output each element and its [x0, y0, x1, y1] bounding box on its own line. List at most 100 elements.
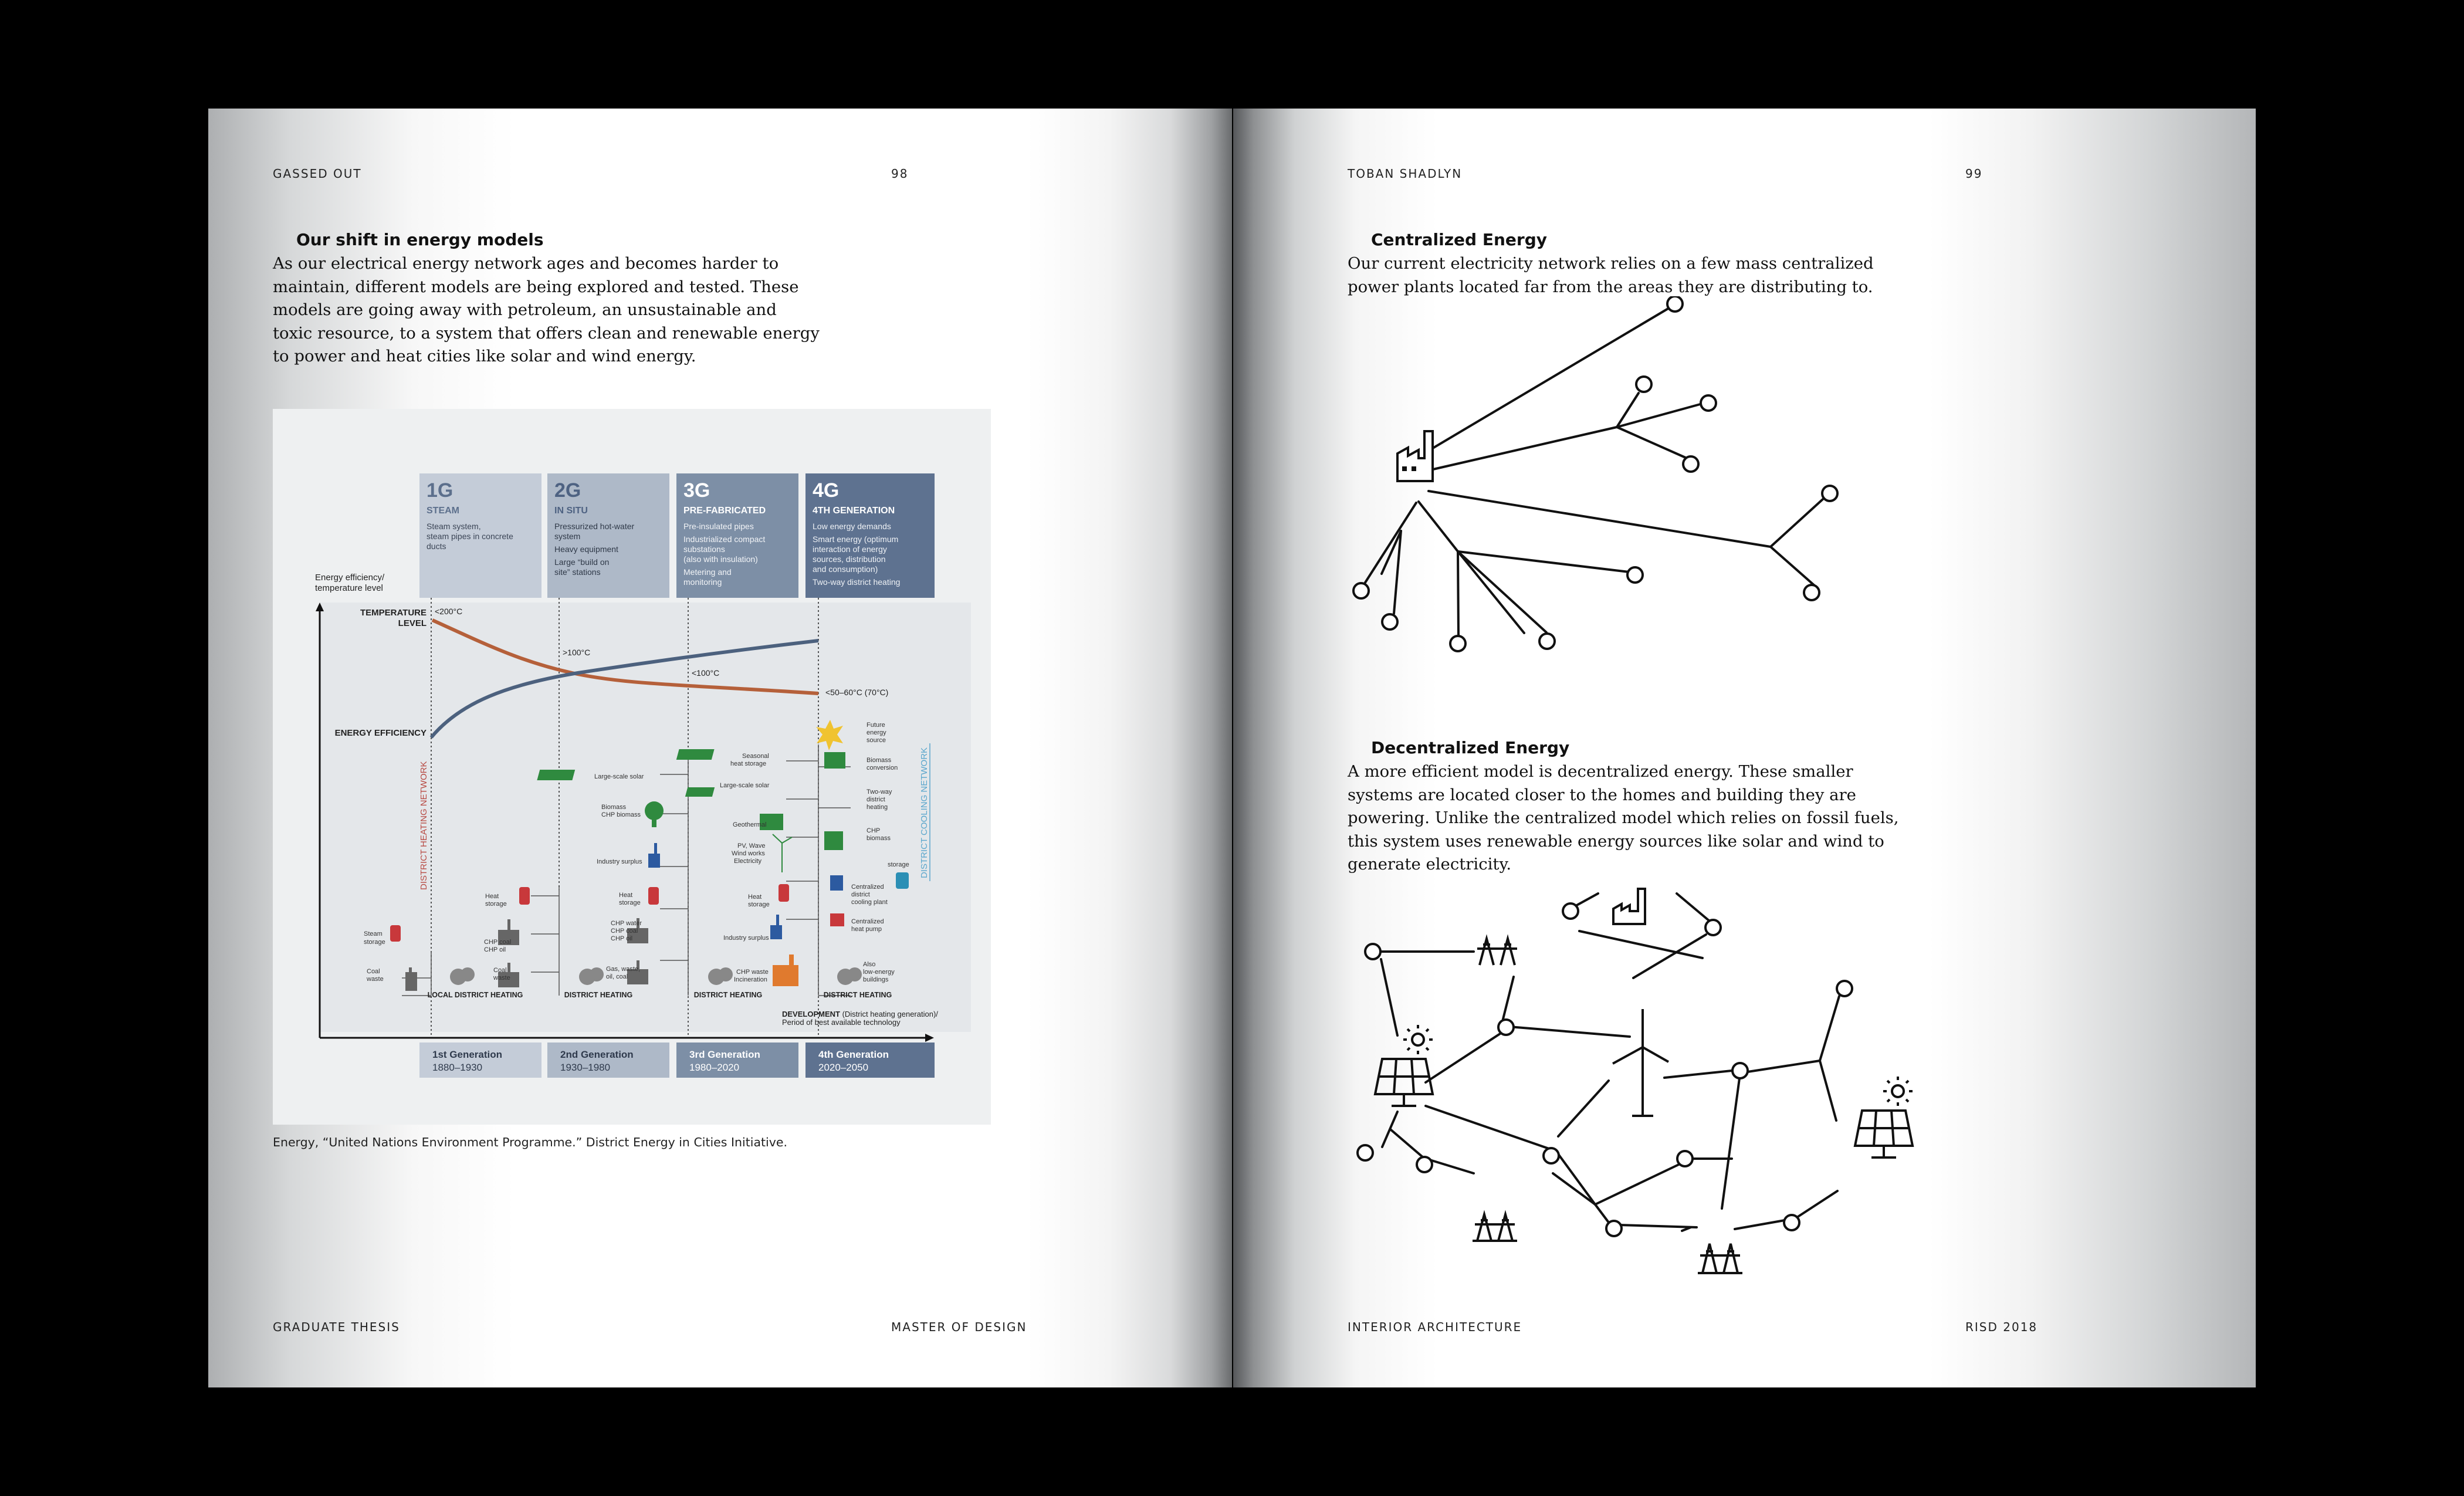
page-number-right: 99 — [1965, 167, 1982, 181]
gen-note: Steam system, — [427, 522, 481, 531]
svg-text:oil, coal: oil, coal — [606, 973, 628, 980]
centralized-text: Our current electricity network relies o… — [1348, 252, 1874, 299]
node — [1563, 903, 1578, 919]
centralized-heading: Centralized Energy — [1371, 230, 1547, 249]
body-line: toxic resource, to a system that offers … — [273, 322, 820, 346]
page-number-left: 98 — [891, 167, 908, 181]
gen-note: site” stations — [554, 567, 601, 577]
svg-text:storage: storage — [485, 901, 507, 908]
svg-text:heat pump: heat pump — [851, 926, 882, 933]
svg-text:Heat: Heat — [485, 893, 499, 900]
solar-panel-icon — [1375, 1025, 1433, 1106]
svg-text:Coal: Coal — [493, 967, 507, 974]
gen-header-2: 2G IN SITU Pressurized hot-water system … — [547, 473, 669, 598]
svg-text:Future: Future — [867, 722, 885, 729]
svg-text:Gas, waste,: Gas, waste, — [606, 966, 640, 973]
gen-subtitle: IN SITU — [554, 506, 588, 516]
node — [1667, 296, 1683, 312]
transmission-tower-icon — [1473, 1214, 1517, 1241]
node — [1784, 1215, 1799, 1230]
gen-footer-3: 3rd Generation 1980–2020 — [676, 1043, 798, 1078]
right-page: TOBAN SHADLYN 99 Centralized Energy Our … — [1233, 109, 2256, 1387]
temperature-label: LEVEL — [398, 618, 427, 628]
node — [1365, 944, 1380, 959]
svg-text:CHP oil: CHP oil — [484, 946, 506, 953]
node — [1539, 634, 1555, 649]
district-cooling-network-label: DISTRICT COOLING NETWORK — [919, 747, 929, 878]
svg-text:Large-scale solar: Large-scale solar — [720, 782, 770, 789]
svg-text:DISTRICT HEATING: DISTRICT HEATING — [694, 991, 762, 999]
temp-label-4: <50–60°C (70°C) — [825, 688, 888, 697]
node — [1627, 567, 1643, 583]
gen-note: and consumption) — [813, 564, 878, 574]
decentralized-text: A more efficient model is decentralized … — [1348, 760, 1899, 876]
svg-text:Incineration: Incineration — [734, 976, 767, 983]
factory-icon — [1613, 889, 1645, 924]
node — [1837, 981, 1852, 996]
svg-text:district: district — [851, 891, 870, 898]
svg-text:waste: waste — [493, 974, 510, 981]
svg-text:Electricity: Electricity — [734, 858, 762, 865]
gen-header-3: 3G PRE-FABRICATED Pre-insulated pipes In… — [676, 473, 798, 598]
gen-header-1: 1G STEAM Steam system, steam pipes in co… — [419, 473, 541, 598]
node — [1498, 1020, 1514, 1035]
body-line: As our electrical energy network ages an… — [273, 252, 820, 276]
temperature-label: TEMPERATURE — [360, 608, 427, 618]
node — [1636, 377, 1651, 392]
decentralized-network-diagram — [1339, 865, 1961, 1387]
body-line: power plants located far from the areas … — [1348, 276, 1874, 299]
gen-note: sources, distribution — [813, 554, 886, 564]
gen-note: ducts — [427, 541, 446, 551]
gen-note: monitoring — [683, 577, 722, 587]
storage-tank-icon — [390, 925, 401, 942]
node — [1606, 1221, 1622, 1236]
footer-right-right: RISD 2018 — [1965, 1320, 2037, 1334]
efficiency-label: ENERGY EFFICIENCY — [335, 728, 427, 738]
svg-text:CHP coal: CHP coal — [611, 928, 638, 935]
gen-note: Metering and — [683, 567, 732, 577]
svg-text:Geothermal: Geothermal — [733, 821, 766, 828]
svg-text:1980–2020: 1980–2020 — [689, 1062, 739, 1073]
svg-text:Biomass: Biomass — [601, 804, 627, 811]
body-line: this system uses renewable energy source… — [1348, 830, 1899, 854]
svg-text:storage: storage — [748, 901, 770, 908]
node — [1417, 1157, 1432, 1172]
footer-left-left: GRADUATE THESIS — [273, 1320, 400, 1334]
svg-text:Two-way: Two-way — [867, 788, 892, 796]
svg-text:1880–1930: 1880–1930 — [432, 1062, 482, 1073]
node — [1677, 1151, 1693, 1166]
body-line: models are going away with petroleum, an… — [273, 299, 820, 322]
district-heating-generations-figure: 1G STEAM Steam system, steam pipes in co… — [273, 409, 991, 1125]
svg-text:PV, Wave: PV, Wave — [737, 842, 766, 849]
svg-text:low-energy: low-energy — [863, 969, 895, 976]
svg-text:CHP: CHP — [867, 827, 880, 834]
gen-note: interaction of energy — [813, 544, 887, 554]
cooling-tank-icon — [896, 872, 909, 889]
svg-text:Industry surplus: Industry surplus — [723, 935, 769, 942]
gen-code: 4G — [813, 479, 839, 502]
svg-text:Also: Also — [863, 961, 875, 968]
node — [1683, 456, 1698, 472]
body-text: As our electrical energy network ages an… — [273, 252, 820, 368]
node — [1804, 585, 1819, 600]
running-head-left: GASSED OUT — [273, 167, 362, 181]
gen-note: Smart energy (optimum — [813, 534, 898, 544]
node — [1822, 486, 1837, 501]
svg-text:Steam: Steam — [364, 930, 383, 937]
section-heading: Our shift in energy models — [296, 230, 544, 249]
gen-note: Pressurized hot-water — [554, 522, 635, 531]
temp-label-1: <200°C — [435, 607, 462, 616]
svg-text:CHP water: CHP water — [611, 920, 642, 927]
node — [1358, 1145, 1373, 1160]
body-line: maintain, different models are being exp… — [273, 276, 820, 299]
gen-note: Heavy equipment — [554, 544, 618, 554]
gen-note: substations — [683, 544, 725, 554]
svg-text:CHP coal: CHP coal — [484, 939, 511, 946]
svg-text:Centralized: Centralized — [851, 918, 884, 925]
svg-text:1st Generation: 1st Generation — [432, 1049, 502, 1060]
heat-pump-icon — [830, 913, 844, 926]
cooling-plant-icon — [830, 875, 843, 891]
y-axis-label: temperature level — [315, 583, 383, 593]
node — [1701, 395, 1716, 411]
gen-note: system — [554, 532, 580, 541]
